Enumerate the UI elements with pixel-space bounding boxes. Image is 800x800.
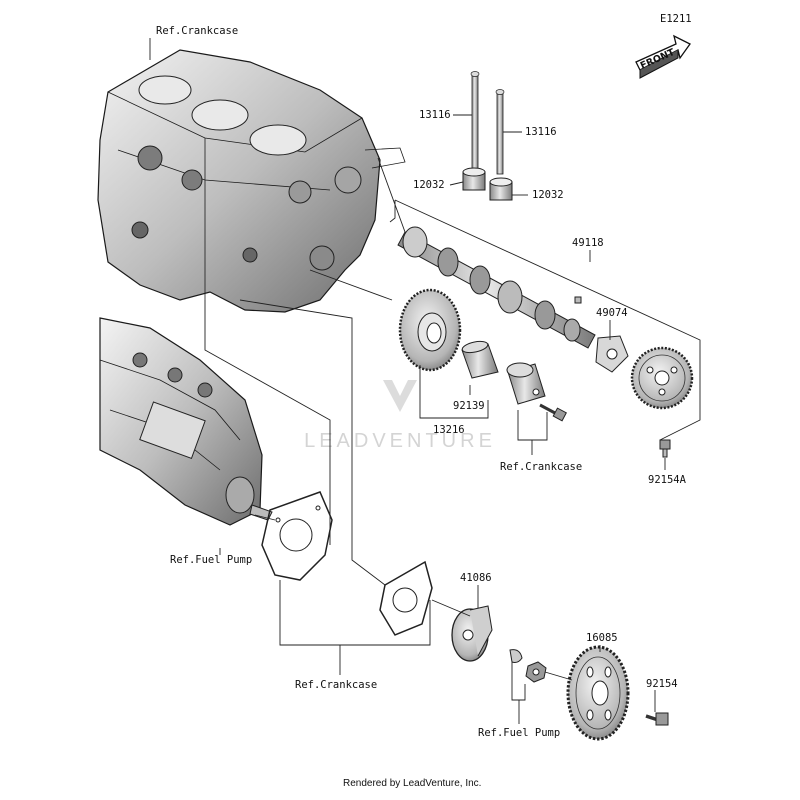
pushrod-right [495,89,505,175]
idle-gear [398,288,462,372]
part-label-13116-right: 13116 [525,126,557,138]
pump-nut [525,661,547,683]
part-label-12032-left: 12032 [413,179,445,191]
part-label-13116-left: 13116 [419,109,451,121]
cam-gear [630,346,694,410]
gasket-large [261,491,333,581]
gear-hub [451,605,493,662]
part-label-13216: 13216 [433,424,465,436]
part-labels: Ref.Crankcase 13116 13116 12032 12032 49… [156,25,687,739]
idle-gear-shaft [506,362,546,405]
tappet-right [489,177,513,201]
part-label-49118: 49118 [572,237,604,249]
ref-crankcase-mid: Ref.Crankcase [500,461,582,473]
watermark: LEADVENTURE [304,380,496,452]
ref-crankcase-top: Ref.Crankcase [156,25,238,37]
front-arrow-icon: FRONT [635,34,691,79]
part-label-12032-right: 12032 [532,189,564,201]
part-label-92139: 92139 [453,400,485,412]
pushrod-left [470,71,480,171]
part-label-41086: 41086 [460,572,492,584]
engine-block [97,49,406,313]
part-label-49074: 49074 [596,307,628,319]
part-label-16085: 16085 [586,632,618,644]
bolt-92154 [645,712,669,726]
part-label-92154a: 92154A [648,474,687,486]
ref-fuel-pump-bottom: Ref.Fuel Pump [478,727,560,739]
camshaft [397,226,596,349]
watermark-text: LEADVENTURE [304,430,496,452]
leader-lines [149,38,701,724]
gasket-small [379,560,433,636]
fuel-pump-gear [566,645,630,741]
bolt-92154a [659,439,671,458]
cam-thrust-plate [595,335,629,373]
woodruff-key [509,649,523,663]
diagram-id: E1211 [660,13,692,25]
part-label-92154: 92154 [646,678,678,690]
ref-fuel-pump-left: Ref.Fuel Pump [170,554,252,566]
footer-credit: Rendered by LeadVenture, Inc. [343,778,481,789]
idle-shaft-bolt [539,403,567,422]
fuel-pump [99,317,273,526]
tappet-left [462,167,486,191]
bushing [461,340,499,379]
ref-crankcase-bottom: Ref.Crankcase [295,679,377,691]
